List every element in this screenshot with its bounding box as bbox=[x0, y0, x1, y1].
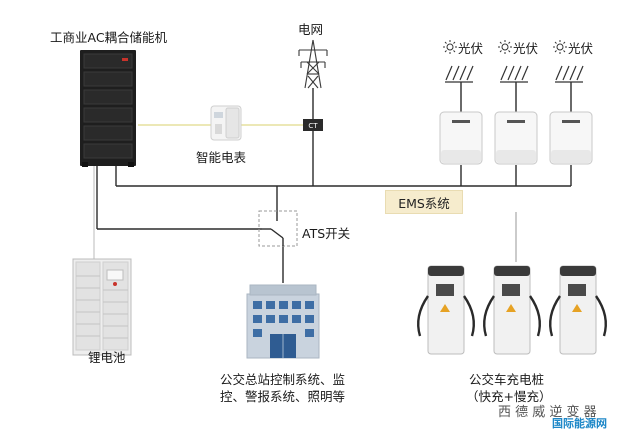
ev-charger-3 bbox=[549, 265, 607, 355]
ems-system-box: EMS系统 bbox=[385, 190, 463, 214]
connection-lines bbox=[96, 82, 572, 283]
pv-label-3: 光伏 bbox=[568, 41, 594, 56]
pv-array-1 bbox=[443, 40, 474, 83]
pv-label-2: 光伏 bbox=[513, 41, 539, 56]
charger-label-line1: 公交车充电桩 bbox=[469, 372, 545, 387]
pv-inverter-2 bbox=[494, 111, 538, 165]
solar-panel-icon bbox=[445, 65, 474, 83]
pv-array-2 bbox=[498, 40, 529, 83]
solar-panel-icon bbox=[500, 65, 529, 83]
storage-cabinet-label: 工商业AC耦合储能机 bbox=[50, 30, 168, 45]
ct-label: CT bbox=[308, 122, 318, 130]
ct-box bbox=[303, 119, 323, 131]
pv-label-1: 光伏 bbox=[458, 41, 484, 56]
solar-panel-icon bbox=[555, 65, 584, 83]
storage-cabinet bbox=[80, 50, 136, 167]
smart-meter bbox=[210, 105, 242, 141]
watermark-text: 西 德 威 逆 变 器 bbox=[498, 405, 597, 420]
smart-meter-label: 智能电表 bbox=[196, 150, 247, 165]
watermark-subtext: 国际能源网 bbox=[552, 417, 607, 430]
ats-switch bbox=[258, 210, 298, 247]
sun-icon bbox=[498, 40, 512, 54]
grid-label: 电网 bbox=[298, 22, 324, 37]
ev-charger-2 bbox=[483, 265, 541, 355]
charger-label-line2: （快充+慢充） bbox=[466, 389, 552, 404]
station-label-line2: 控、警报系统、照明等 bbox=[220, 389, 346, 404]
sun-icon bbox=[553, 40, 567, 54]
ats-label: ATS开关 bbox=[302, 226, 351, 241]
battery-cabinet bbox=[72, 258, 132, 356]
pv-inverter-1 bbox=[439, 111, 483, 165]
ev-charger-1 bbox=[417, 265, 475, 355]
grid-tower bbox=[298, 39, 328, 89]
pv-inverter-3 bbox=[549, 111, 593, 165]
sun-icon bbox=[443, 40, 457, 54]
station-label-line1: 公交总站控制系统、监 bbox=[220, 372, 346, 387]
station-building bbox=[246, 284, 320, 359]
pv-array-3 bbox=[553, 40, 584, 83]
battery-label: 锂电池 bbox=[88, 350, 126, 365]
